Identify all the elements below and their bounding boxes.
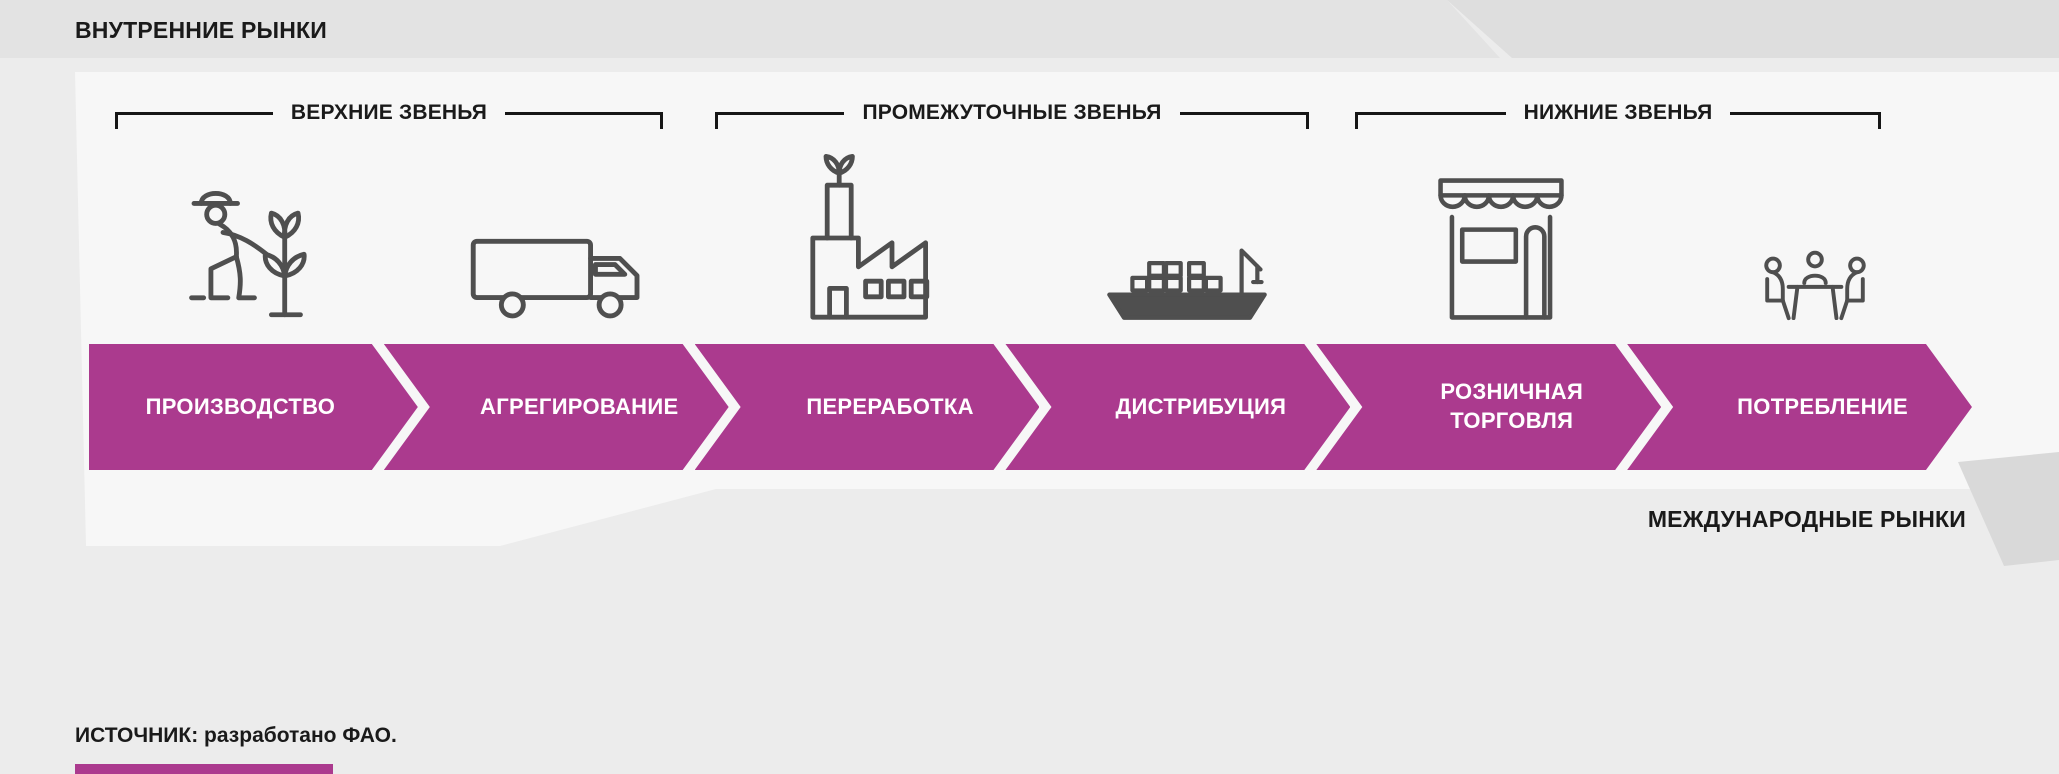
cargo-ship-icon bbox=[1107, 248, 1268, 320]
delivery-truck-icon bbox=[470, 238, 640, 319]
storefront-icon bbox=[1438, 178, 1564, 320]
value-chain-arrows: ПРОИЗВОДСТВО АГРЕГИРОВАНИЕ ПЕРЕРАБОТКА Д… bbox=[89, 344, 1972, 470]
bracket-line bbox=[1358, 112, 1506, 115]
stage-arrow-consumption: ПОТРЕБЛЕНИЕ bbox=[1627, 344, 1972, 470]
stage-icon-aggregation bbox=[403, 234, 717, 322]
farmer-planting-icon bbox=[189, 191, 307, 318]
bracket-tick bbox=[115, 112, 118, 129]
stage-icon-retail bbox=[1344, 176, 1658, 322]
group-label-downstream: НИЖНИЕ ЗВЕНЬЯ bbox=[1523, 101, 1713, 124]
people-dining-icon bbox=[1764, 250, 1866, 321]
stage-label-consumption: ПОТРЕБЛЕНИЕ bbox=[1737, 393, 1908, 419]
stage-arrow-aggregation: АГРЕГИРОВАНИЕ bbox=[384, 344, 729, 470]
bracket-line bbox=[118, 112, 273, 115]
international-markets-label: МЕЖДУНАРОДНЫЕ РЫНКИ bbox=[1647, 506, 1966, 532]
group-label-upstream: ВЕРХНИЕ ЗВЕНЬЯ bbox=[290, 101, 488, 124]
stage-label-aggregation: АГРЕГИРОВАНИЕ bbox=[480, 393, 679, 419]
group-bracket-downstream: НИЖНИЕ ЗВЕНЬЯ bbox=[1355, 100, 1882, 129]
stage-label-retail: РОЗНИЧНАЯ ТОРГОВЛЯ bbox=[1440, 379, 1584, 433]
bracket-tick bbox=[1355, 112, 1358, 129]
bracket-line bbox=[505, 112, 661, 115]
bracket-tick bbox=[715, 112, 718, 129]
stage-icon-consumption bbox=[1658, 242, 1972, 322]
stage-icon-distribution bbox=[1030, 240, 1344, 322]
stage-icon-production bbox=[89, 172, 403, 322]
group-bracket-upstream: ВЕРХНИЕ ЗВЕНЬЯ bbox=[115, 100, 664, 129]
bracket-tick bbox=[1878, 112, 1882, 129]
stage-icon-processing bbox=[717, 154, 1031, 322]
bracket-line bbox=[718, 112, 845, 115]
stage-label-production: ПРОИЗВОДСТВО bbox=[145, 393, 336, 419]
group-bracket-midstream: ПРОМЕЖУТОЧНЫЕ ЗВЕНЬЯ bbox=[715, 100, 1310, 129]
stage-arrow-retail: РОЗНИЧНАЯ ТОРГОВЛЯ bbox=[1316, 344, 1661, 470]
bracket-tick bbox=[1306, 112, 1310, 129]
bracket-tick bbox=[660, 112, 664, 129]
source-note: ИСТОЧНИК: разработано ФАО. bbox=[75, 724, 397, 747]
stage-arrow-distribution: ДИСТРИБУЦИЯ bbox=[1005, 344, 1350, 470]
group-label-midstream: ПРОМЕЖУТОЧНЫЕ ЗВЕНЬЯ bbox=[862, 101, 1162, 124]
bracket-line bbox=[1179, 112, 1307, 115]
stage-arrow-processing: ПЕРЕРАБОТКА bbox=[695, 344, 1040, 470]
domestic-markets-label: ВНУТРЕННИЕ РЫНКИ bbox=[75, 17, 327, 43]
stage-arrow-production: ПРОИЗВОДСТВО bbox=[89, 344, 418, 470]
stage-icons-row bbox=[89, 138, 1972, 322]
factory-icon bbox=[809, 154, 929, 320]
stage-label-processing: ПЕРЕРАБОТКА bbox=[806, 393, 974, 419]
stage-label-distribution: ДИСТРИБУЦИЯ bbox=[1115, 393, 1287, 419]
bottom-accent-strip bbox=[75, 764, 333, 774]
bracket-line bbox=[1730, 112, 1879, 115]
